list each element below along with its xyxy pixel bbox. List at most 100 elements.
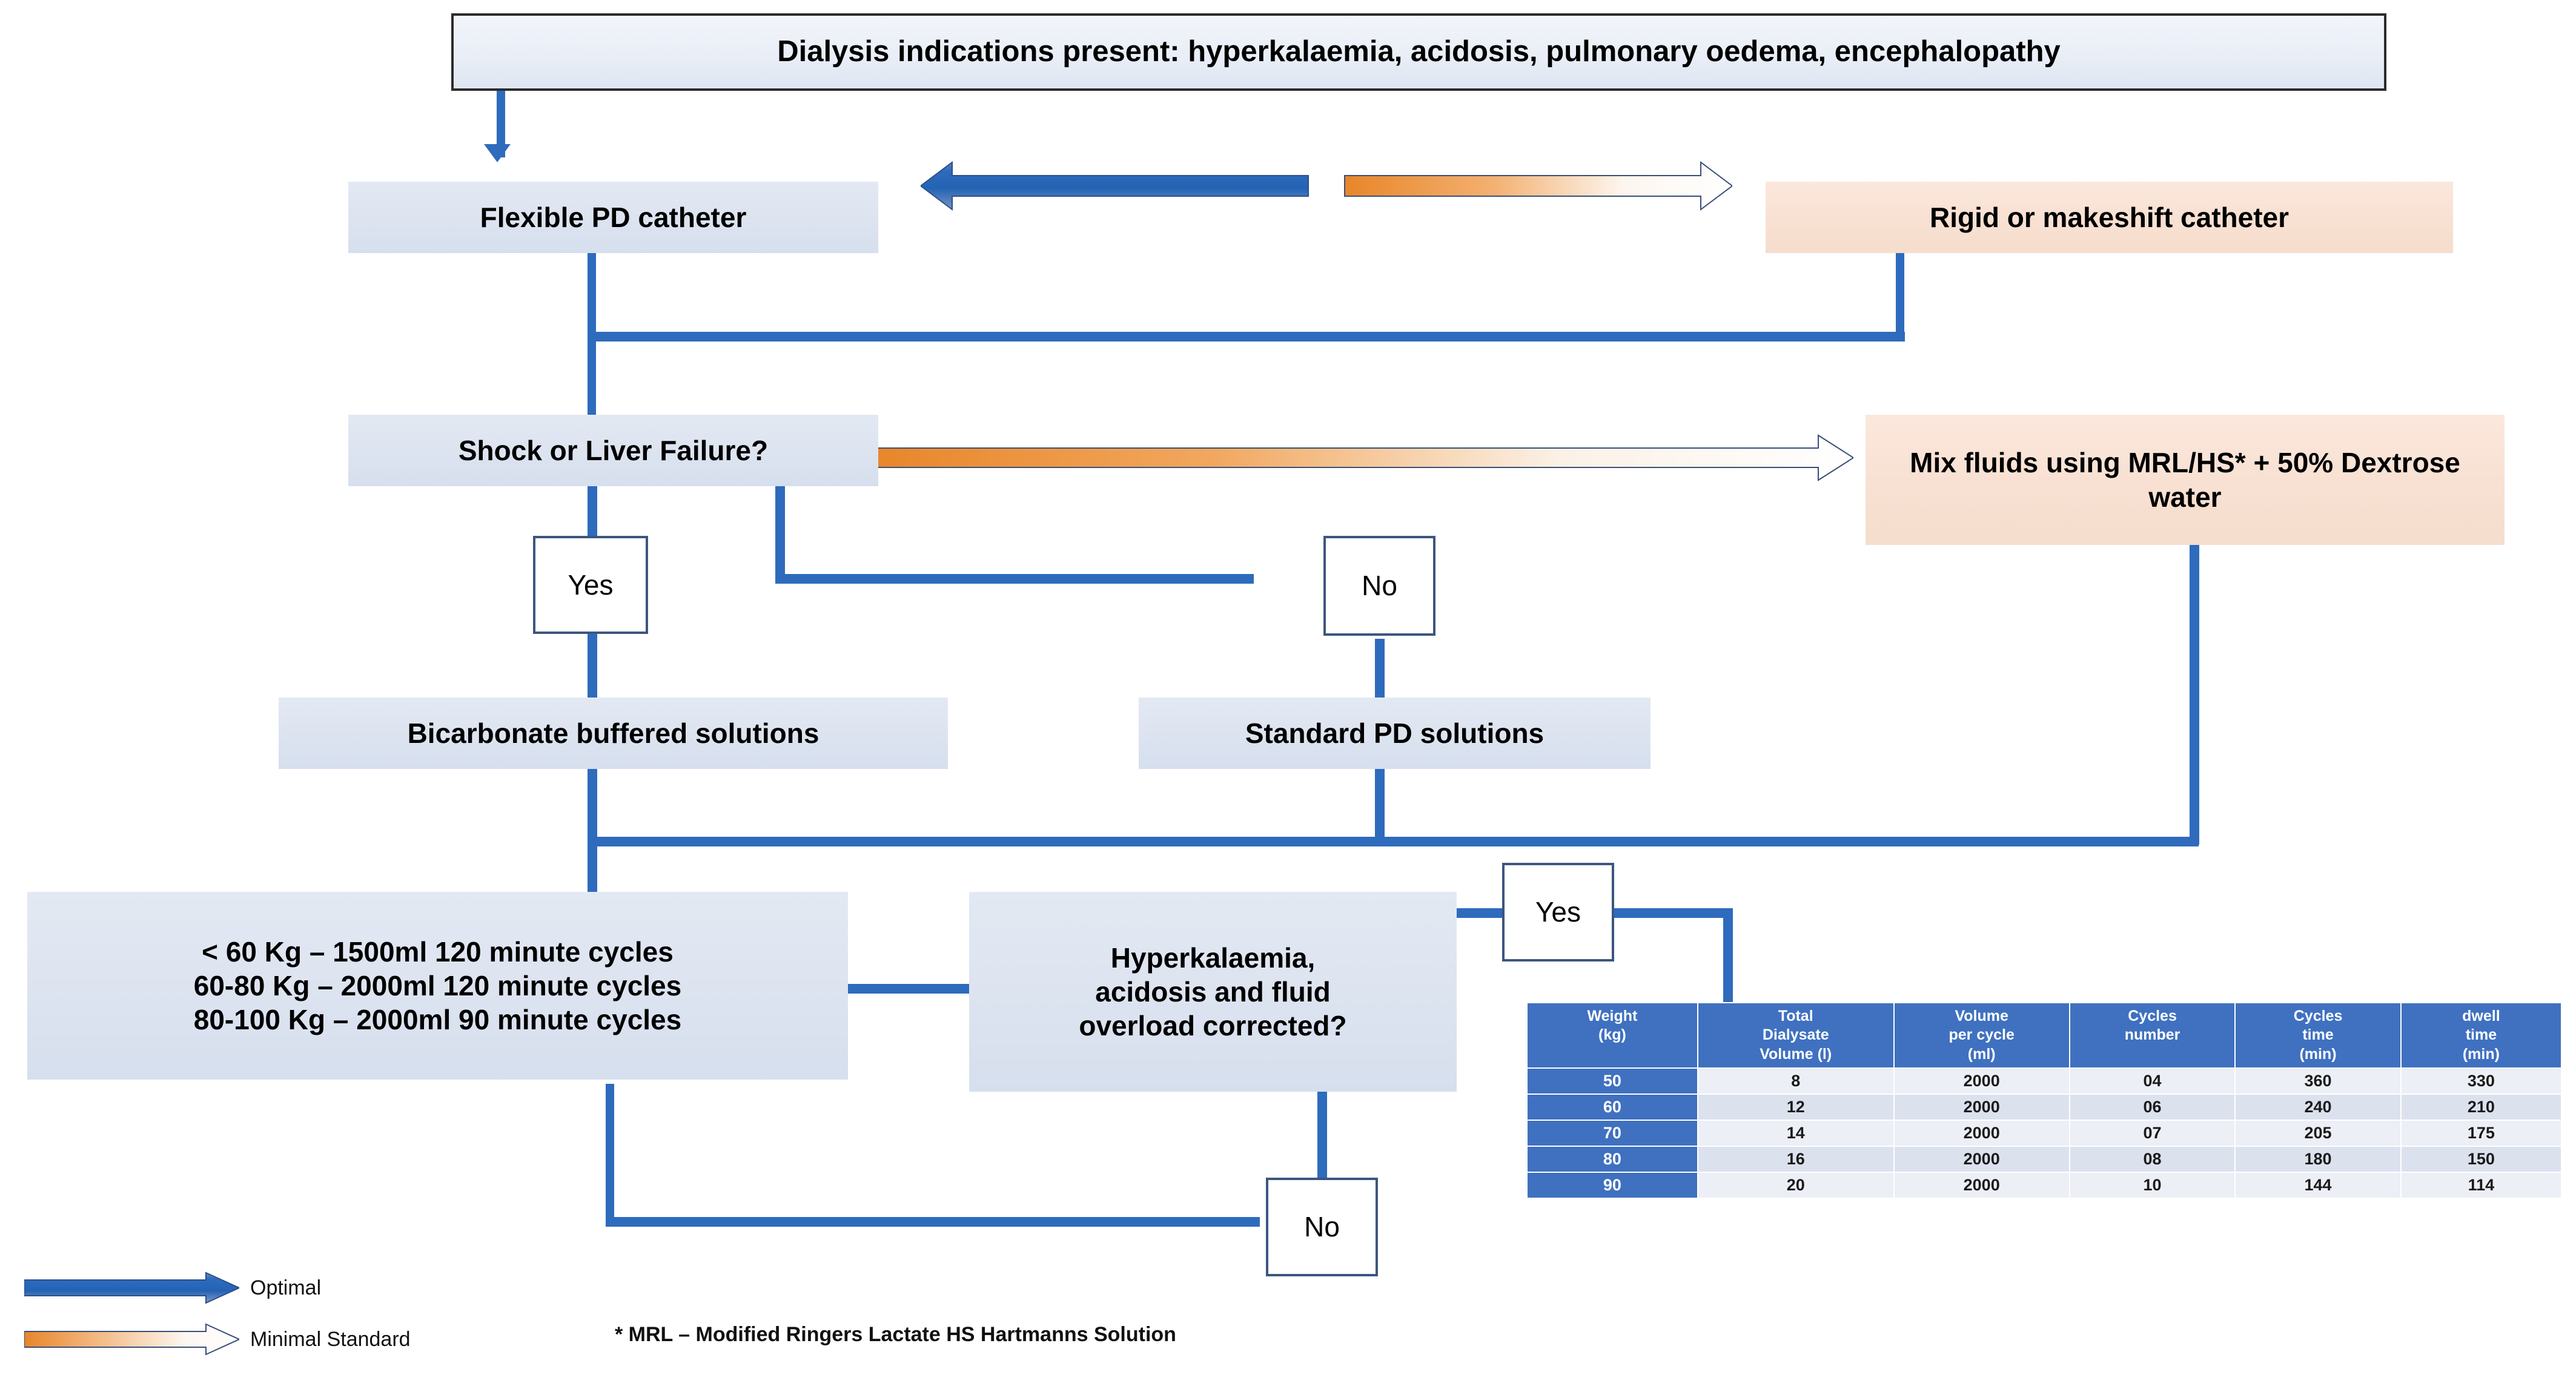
arrowhead-title-down <box>484 144 511 162</box>
prescription-line-1: < 60 Kg – 1500ml 120 minute cycles <box>202 935 674 968</box>
node-bicarbonate-solutions-label: Bicarbonate buffered solutions <box>407 717 819 749</box>
decision-label-shock-yes-text: Yes <box>568 569 614 601</box>
node-title-indications-label: Dialysis indications present: hyperkalae… <box>777 35 2061 68</box>
legend-optimal-label: Optimal <box>250 1276 322 1299</box>
corrected-question-line-2: acidosis and fluid <box>1095 975 1331 1008</box>
node-standard-pd-solutions-label: Standard PD solutions <box>1245 717 1545 749</box>
legend-item-optimal: Optimal <box>24 1272 321 1304</box>
table-cell: 90 <box>1526 1171 1698 1199</box>
connector-standard-down <box>1375 769 1385 846</box>
table-cell: 205 <box>2234 1119 2402 1147</box>
node-bicarbonate-solutions: Bicarbonate buffered solutions <box>279 698 948 769</box>
prescription-line-3: 80-100 Kg – 2000ml 90 minute cycles <box>193 1004 682 1036</box>
decision-label-corrected-yes: Yes <box>1502 863 1614 962</box>
table-cell: 2000 <box>1893 1067 2070 1095</box>
connector-yes-to-table-v <box>1723 908 1733 1008</box>
table-cell: 60 <box>1526 1093 1698 1121</box>
table-cell: 8 <box>1697 1067 1895 1095</box>
connector-question-to-prescription <box>845 984 969 994</box>
minimal-standard-arrow-mix-fluids <box>872 433 1853 483</box>
connector-bicarbonate-down <box>588 769 597 893</box>
table-cell: 20 <box>1697 1171 1895 1199</box>
table-cell: 2000 <box>1893 1093 2070 1121</box>
table-cell: 14 <box>1697 1119 1895 1147</box>
table-cell: 360 <box>2234 1067 2402 1095</box>
table-cell: 06 <box>2068 1093 2236 1121</box>
connector-rigid-to-left-rail <box>588 332 1905 341</box>
table-cell: 180 <box>2234 1145 2402 1173</box>
node-mix-fluids: Mix fluids using MRL/HS* + 50% Dextrose … <box>1866 415 2505 545</box>
table-header-weight: Weight(kg) <box>1526 1002 1698 1069</box>
table-cell: 2000 <box>1893 1171 2070 1199</box>
node-prescription-by-weight: < 60 Kg – 1500ml 120 minute cycles 60-80… <box>27 892 848 1080</box>
decision-label-corrected-no-text: No <box>1304 1211 1340 1243</box>
table-cell: 12 <box>1697 1093 1895 1121</box>
table-cell: 330 <box>2400 1067 2563 1095</box>
node-mix-fluids-label: Mix fluids using MRL/HS* + 50% Dextrose … <box>1910 447 2460 513</box>
connector-title-down <box>497 91 505 157</box>
connector-bottom-merge-rail <box>588 837 2199 846</box>
decision-label-shock-yes: Yes <box>533 536 648 634</box>
table-cell: 240 <box>2234 1093 2402 1121</box>
connector-yes-to-table-h <box>1608 908 1732 918</box>
split-arrow-catheter-choice <box>921 159 1732 213</box>
table-cell: 04 <box>2068 1067 2236 1095</box>
decision-label-shock-no-text: No <box>1362 570 1397 602</box>
table-cell: 210 <box>2400 1093 2563 1121</box>
node-shock-liver-failure-label: Shock or Liver Failure? <box>458 434 769 466</box>
table-cell: 144 <box>2234 1171 2402 1199</box>
connector-question-no-down <box>1317 1090 1327 1184</box>
legend-optimal-arrow-icon <box>24 1272 239 1304</box>
connector-shock-no-down <box>775 484 785 574</box>
connector-shock-no-right <box>775 574 1254 584</box>
node-corrected-question: Hyperkalaemia, acidosis and fluid overlo… <box>969 892 1457 1092</box>
legend-item-minimal-standard: Minimal Standard <box>24 1323 411 1356</box>
table-cell: 2000 <box>1893 1145 2070 1173</box>
table-cell: 08 <box>2068 1145 2236 1173</box>
table-cell: 175 <box>2400 1119 2563 1147</box>
decision-label-corrected-yes-text: Yes <box>1535 896 1581 928</box>
table-cell: 10 <box>2068 1171 2236 1199</box>
node-rigid-makeshift-catheter: Rigid or makeshift catheter <box>1766 182 2453 253</box>
footnote-mrl-abbreviation: * MRL – Modified Ringers Lactate HS Hart… <box>615 1323 1176 1346</box>
legend-minimal-standard-label: Minimal Standard <box>250 1327 411 1351</box>
node-flexible-pd-catheter: Flexible PD catheter <box>348 182 878 253</box>
connector-no-back-left <box>606 1217 1260 1227</box>
table-cell: 2000 <box>1893 1119 2070 1147</box>
connector-mixfluids-down <box>2190 545 2199 845</box>
decision-label-corrected-no: No <box>1266 1178 1378 1276</box>
node-title-indications: Dialysis indications present: hyperkalae… <box>451 13 2386 91</box>
connector-no-to-standard <box>1375 639 1385 705</box>
connector-no-back-up <box>606 1084 614 1223</box>
table-cell: 07 <box>2068 1119 2236 1147</box>
prescription-line-2: 60-80 Kg – 2000ml 120 minute cycles <box>193 969 682 1001</box>
connector-rigid-down <box>1896 251 1904 339</box>
node-rigid-makeshift-catheter-label: Rigid or makeshift catheter <box>1929 201 2290 233</box>
table-cell: 80 <box>1526 1145 1698 1173</box>
corrected-question-line-3: overload corrected? <box>1079 1010 1347 1042</box>
decision-label-shock-no: No <box>1323 536 1435 636</box>
table-cell: 150 <box>2400 1145 2563 1173</box>
corrected-question-line-1: Hyperkalaemia, <box>1110 942 1316 974</box>
table-cell: 70 <box>1526 1119 1698 1147</box>
legend-minimal-standard-arrow-icon <box>24 1323 239 1356</box>
table-cell: 114 <box>2400 1171 2563 1199</box>
node-flexible-pd-catheter-label: Flexible PD catheter <box>480 201 747 233</box>
node-standard-pd-solutions: Standard PD solutions <box>1139 698 1651 769</box>
node-shock-liver-failure-question: Shock or Liver Failure? <box>348 415 878 486</box>
table-cell: 16 <box>1697 1145 1895 1173</box>
